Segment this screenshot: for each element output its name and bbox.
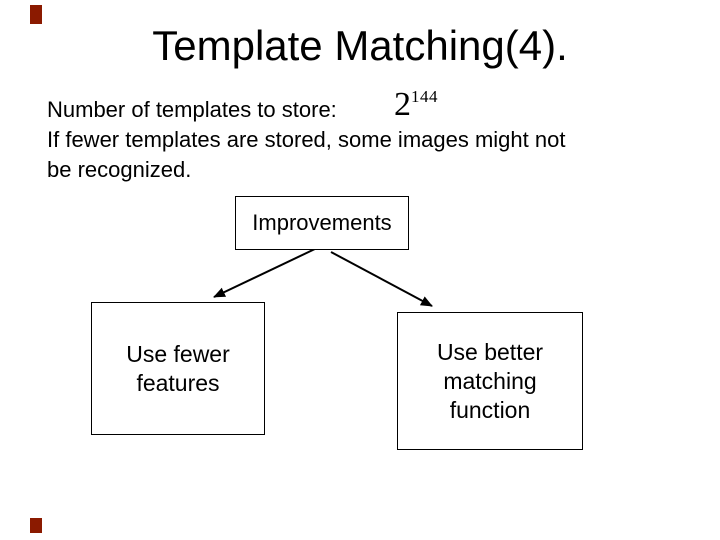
- body-line-be-recognized: be recognized.: [47, 157, 192, 182]
- left-box-line-1: Use fewer: [126, 340, 230, 367]
- use-better-matching-function-box: Use better matching function: [397, 312, 583, 450]
- body-line-templates-to-store: Number of templates to store:: [47, 97, 337, 122]
- right-box-line-1: Use better: [436, 338, 544, 365]
- improvements-box: Improvements: [235, 196, 409, 250]
- body-line-fewer-templates: If fewer templates are stored, some imag…: [47, 127, 566, 152]
- improvements-label: Improvements: [252, 210, 392, 235]
- slide-title: Template Matching(4).: [152, 22, 568, 69]
- formula-2-pow-144: 2144: [394, 86, 438, 127]
- body-text: Number of templates to store: If fewer t…: [47, 95, 647, 185]
- right-box-text: Use better matching function: [437, 338, 543, 425]
- corner-mark-top: [30, 5, 42, 24]
- right-box-line-2: matching: [443, 367, 537, 394]
- arrow-to-left-box: [213, 247, 318, 298]
- formula-base: 2: [394, 86, 411, 123]
- corner-mark-bottom: [30, 518, 42, 533]
- arrow-to-right-box: [330, 251, 433, 307]
- left-box-text: Use fewer features: [126, 340, 230, 398]
- use-fewer-features-box: Use fewer features: [91, 302, 265, 435]
- left-box-line-2: features: [136, 369, 220, 396]
- formula-exponent: 144: [411, 87, 438, 106]
- right-box-line-3: function: [449, 396, 531, 423]
